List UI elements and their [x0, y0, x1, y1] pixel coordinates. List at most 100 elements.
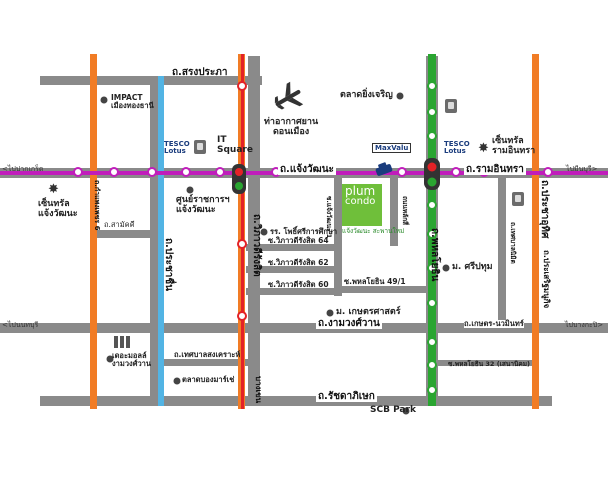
label-tesco-left: TESCO Lotus [164, 140, 190, 155]
poi-dot [106, 355, 114, 363]
label-songprapa: ถ.สรงประภา [172, 67, 228, 78]
label-ngamwongwan: ถ.งามวงศ์วาน [316, 318, 382, 329]
road-vibhavadi [248, 56, 260, 406]
road-ratchada [40, 396, 552, 406]
road-left-v [150, 76, 160, 406]
station-purple [147, 167, 157, 177]
poi-markers [100, 92, 450, 415]
station-red [237, 239, 247, 249]
road-samakkhi [92, 230, 162, 238]
green-stations [427, 81, 437, 395]
label-tesco-right: TESCO Lotus [444, 140, 470, 155]
plum-logo-line1: plum [345, 184, 376, 198]
orange-line-left [90, 54, 97, 409]
station-red [237, 81, 247, 91]
label-scb-park: SCB Park [370, 405, 416, 415]
poi-dot [326, 309, 334, 317]
label-kamphaeng: ถ.กำแพงเพชร 6 [93, 180, 101, 231]
station-green [427, 81, 437, 91]
station-purple [109, 167, 119, 177]
label-samakkhi: ถ.สามัคคี [104, 220, 135, 229]
station-green [427, 360, 437, 370]
label-ramintra: ถ.รามอินทรา [464, 164, 526, 175]
label-kasetsart: ม. เกษตรศาสตร์ [336, 307, 401, 317]
poi-dot [186, 186, 194, 194]
car-icon [375, 162, 393, 176]
label-central-cw: เซ็นทรัล แจ้งวัฒนะ [38, 199, 78, 219]
station-green [427, 337, 437, 347]
market-icon [445, 99, 457, 113]
station-purple [181, 167, 191, 177]
road-soi62 [246, 266, 342, 273]
label-prachachuen: ถ.ประชาชื่น [163, 238, 174, 291]
label-sripatum: ม. ศรีปทุม [452, 262, 493, 272]
label-soi62: ซ.วิภาวดีรังสิต 62 [268, 258, 329, 267]
plum-condo-logo: plum condo [342, 184, 382, 226]
station-green [427, 385, 437, 395]
station-green [427, 107, 437, 117]
station-purple [451, 167, 461, 177]
plum-logo-line2: condo [345, 196, 376, 208]
station-purple [397, 167, 407, 177]
station-green [427, 263, 437, 273]
poi-dot [396, 92, 404, 100]
poi-dot [442, 264, 450, 272]
station-purple [543, 167, 553, 177]
red-line [241, 54, 244, 409]
label-prachautit: ถ.ประชาอุทิศ [539, 180, 550, 239]
flower-icon: ✸ [48, 182, 59, 197]
road-soi64 [246, 244, 342, 251]
road-soi60 [246, 288, 342, 295]
label-govt-center: ศูนย์ราชการฯ แจ้งวัฒนะ [176, 195, 230, 215]
station-green [427, 200, 437, 210]
blue-line [158, 76, 164, 406]
label-soi60: ซ.วิภาวดีรังสิต 60 [268, 280, 329, 289]
tesco-left-icon [194, 140, 206, 154]
road-phahol32 [434, 360, 538, 366]
label-bangkhen: บางเขน [254, 376, 263, 404]
orange-line-right [532, 54, 539, 409]
label-ratchada: ถ.รัชดาภิเษก [316, 391, 377, 402]
label-it-square: IT Square [217, 135, 253, 155]
label-tesaban-nimit: ถ.เทศบาลนิมิต [509, 222, 517, 264]
road-ramintra-v [498, 178, 506, 323]
poi-dot [260, 228, 268, 236]
tesco-right-icon [512, 192, 524, 206]
traffic-light-vibhavadi [232, 164, 246, 194]
label-yingcharoen: ตลาดยิ่งเจริญ [340, 90, 393, 100]
road-lak-si [390, 176, 398, 246]
label-bongmarche: ตลาดบองมาร์เช่ [182, 375, 235, 384]
label-plum-caption: แจ้งวัฒนะ สะพานใหม่ [342, 227, 405, 235]
airplane-icon [274, 81, 304, 110]
road-chaeng1 [334, 176, 342, 296]
edge-left-bottom: <ไปนนทบุรี [2, 321, 39, 329]
label-lak-si: ถนนหลักสี่ [401, 196, 409, 225]
purple-stations [73, 167, 553, 177]
station-purple [73, 167, 83, 177]
road-tesaban [156, 359, 248, 366]
station-green [427, 298, 437, 308]
traffic-light-phaholyothin [424, 158, 440, 190]
poi-dot [100, 96, 108, 104]
mall-icon [114, 336, 130, 348]
edge-right-bottom: ไปบางกะปิ> [565, 321, 604, 329]
label-prasert: ถ.ประเสริฐมนูกิจ [542, 250, 551, 309]
label-impact: IMPACT เมืองทองธานี [111, 93, 154, 111]
road-ngamwongwan [0, 323, 608, 333]
poi-dot [173, 377, 181, 385]
label-phahol49: ซ.พหลโยธิน 49/1 [344, 277, 406, 286]
label-phahol32: ซ.พหลโยธิน 32 (เสนานิคม) [448, 360, 531, 368]
station-green [427, 229, 437, 239]
station-purple [215, 167, 225, 177]
road-phahol49 [342, 286, 434, 293]
label-soi64: ซ.วิภาวดีรังสิต 64 [268, 236, 329, 245]
label-chaengwattana: ถ.แจ้งวัฒนะ [278, 164, 336, 175]
station-green [427, 131, 437, 141]
label-tesaban: ถ.เทศบาลสงเคราะห์ [174, 350, 241, 359]
edge-left-top: <ไปปากเกร็ด [2, 165, 44, 173]
red-stations [237, 81, 247, 321]
flower-icon: ✸ [478, 141, 489, 156]
label-kaset-nawamin: ถ.เกษตร-นวมินทร์ [464, 319, 524, 329]
label-school: รร. โพธิ์ศรีการศึกษา [270, 227, 338, 236]
label-maxvalu: MaxValu [372, 143, 412, 153]
